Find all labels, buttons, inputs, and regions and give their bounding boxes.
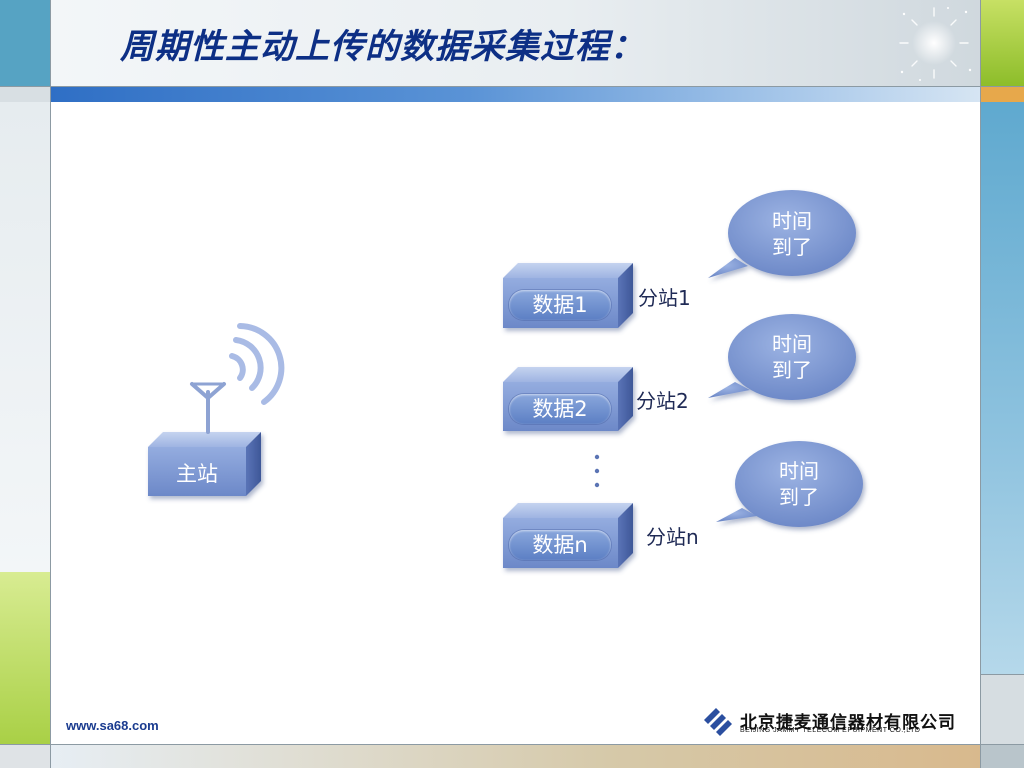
left-accent-middle: [0, 102, 50, 572]
diagram-canvas: [148, 190, 863, 568]
right-accent-bottom: [981, 744, 1024, 768]
header-orange-block: [981, 87, 1024, 102]
company-logo-icon: [704, 708, 732, 736]
left-accent-strip: [0, 86, 50, 102]
station-name-n: 分站n: [646, 525, 699, 549]
ellipsis-dots: [594, 454, 600, 488]
left-accent-green: [0, 572, 50, 744]
frame-line-left: [50, 0, 51, 768]
bubble-2-line-1: 时间: [772, 332, 812, 356]
right-accent-gray: [981, 674, 1024, 744]
website-link[interactable]: www.sa68.com: [66, 718, 159, 733]
slide-title: 周期性主动上传的数据采集过程：: [120, 27, 645, 67]
station-name-2: 分站2: [636, 389, 689, 413]
bubble-3-line-1: 时间: [779, 459, 819, 483]
footer-strip: [51, 745, 980, 768]
speech-bubble-3: [716, 441, 863, 527]
master-station-box: [148, 432, 261, 496]
company-name-cn: 北京捷麦通信器材有限公司: [740, 713, 956, 733]
frame-line-right-divider: [981, 674, 1024, 675]
station-name-1: 分站1: [638, 286, 691, 310]
bubble-text-2: 时间 到了: [752, 331, 832, 383]
bubble-1-line-2: 到了: [772, 235, 812, 259]
left-accent-top: [0, 0, 50, 86]
master-station-label: 主站: [176, 462, 218, 486]
antenna-icon: [190, 382, 226, 434]
right-accent-green: [981, 0, 1024, 86]
bubble-text-3: 时间 到了: [759, 458, 839, 510]
data-pill-n: 数据n: [509, 530, 611, 560]
frame-line-top: [0, 86, 1024, 87]
bubble-text-1: 时间 到了: [752, 208, 832, 260]
bubble-2-line-2: 到了: [772, 358, 812, 382]
header-background: [0, 0, 1024, 86]
header-blue-bar: [51, 87, 980, 102]
bubble-1-line-1: 时间: [772, 209, 812, 233]
frame-line-right: [980, 0, 981, 768]
data-pill-1: 数据1: [509, 290, 611, 320]
bubble-3-line-2: 到了: [779, 485, 819, 509]
signal-waves-icon: [229, 323, 285, 405]
left-accent-bottom: [0, 744, 50, 768]
company-name-en: BEIJING JAMMY TELECOM EPUIPMENT CO.,LTD: [740, 727, 921, 734]
frame-line-bottom: [0, 744, 1024, 745]
speech-bubble-2: [708, 314, 856, 400]
data-pill-2: 数据2: [509, 394, 611, 424]
right-accent-blue: [981, 102, 1024, 674]
sparkle-icon: [899, 7, 972, 81]
speech-bubble-1: [708, 190, 856, 278]
